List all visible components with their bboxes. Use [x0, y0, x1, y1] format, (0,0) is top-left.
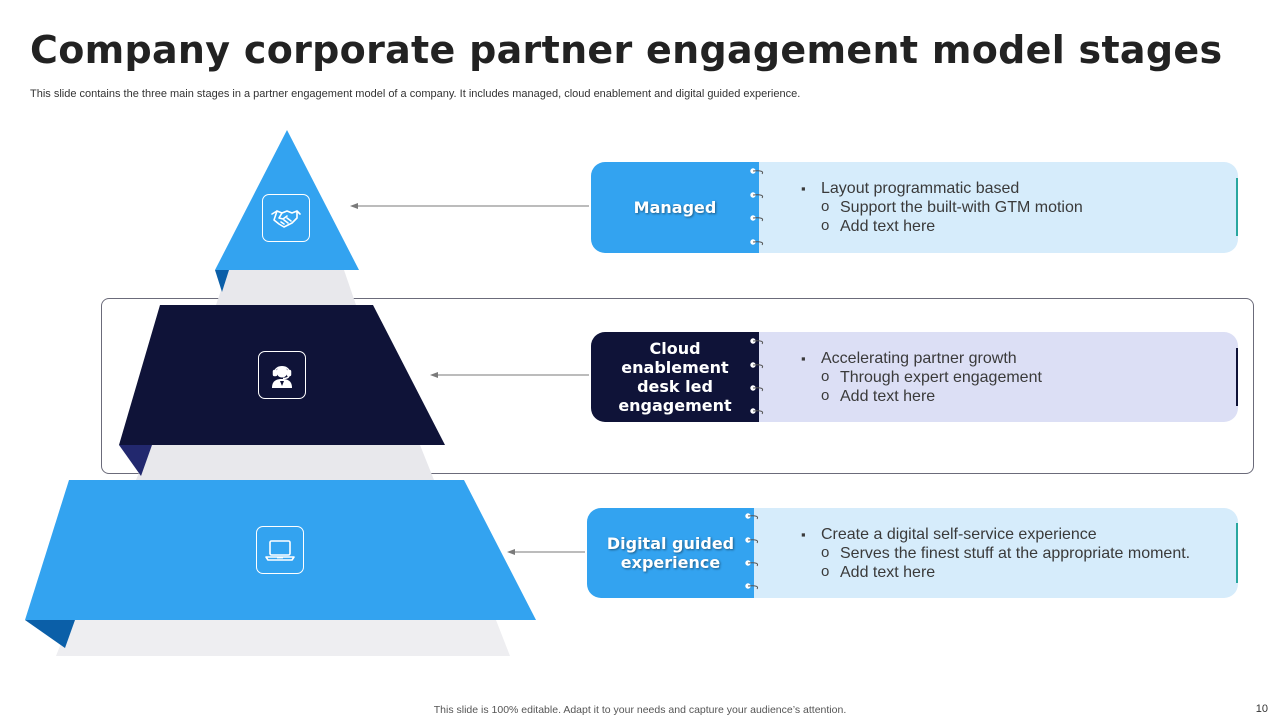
slide-title: Company corporate partner engagement mod… [30, 28, 1223, 72]
bullet-sub: Serves the finest stuff at the appropria… [801, 543, 1190, 563]
bullet-sub: Add text here [801, 386, 1042, 406]
tier-top-fold [215, 270, 229, 292]
bullet-sub: Through expert engagement [801, 367, 1042, 387]
bullet-main: Layout programmatic based [801, 179, 1083, 198]
bullet-sub: Add text here [801, 562, 1190, 582]
tier-shadow-middle [136, 445, 434, 480]
tier-bottom [25, 480, 536, 620]
slide-subtitle: This slide contains the three main stage… [30, 88, 801, 100]
binder-rings-managed [749, 167, 764, 246]
bullet-main: Create a digital self-service experience [801, 525, 1190, 544]
stage-bullets-cloud-enablement: Accelerating partner growth Through expe… [801, 349, 1042, 406]
stage-label-digital-guided: Digital guided experience [587, 508, 754, 598]
tier-shadow-top [216, 270, 356, 305]
tier-middle-fold [119, 445, 152, 476]
page-number: 10 [1255, 703, 1268, 715]
binder-rings-digital-guided [744, 512, 759, 590]
stage-label-cloud-enablement: Cloud enablement desk led engagement [591, 332, 759, 422]
stage-bullets-digital-guided: Create a digital self-service experience… [801, 525, 1190, 582]
bullet-sub: Support the built-with GTM motion [801, 197, 1083, 217]
bullet-main: Accelerating partner growth [801, 349, 1042, 368]
slide-footer: This slide is 100% editable. Adapt it to… [433, 704, 847, 716]
highlight-frame [101, 298, 1254, 474]
laptop-icon [256, 526, 304, 574]
bullet-sub: Add text here [801, 216, 1083, 236]
tier-shadow-bottom [56, 620, 510, 656]
tier-top [215, 130, 359, 270]
support-agent-icon [258, 351, 306, 399]
binder-rings-cloud-enablement [749, 337, 764, 415]
stage-label-managed: Managed [591, 162, 759, 253]
handshake-icon [262, 194, 310, 242]
tier-bottom-fold [25, 620, 75, 648]
stage-bullets-managed: Layout programmatic based Support the bu… [801, 179, 1083, 236]
